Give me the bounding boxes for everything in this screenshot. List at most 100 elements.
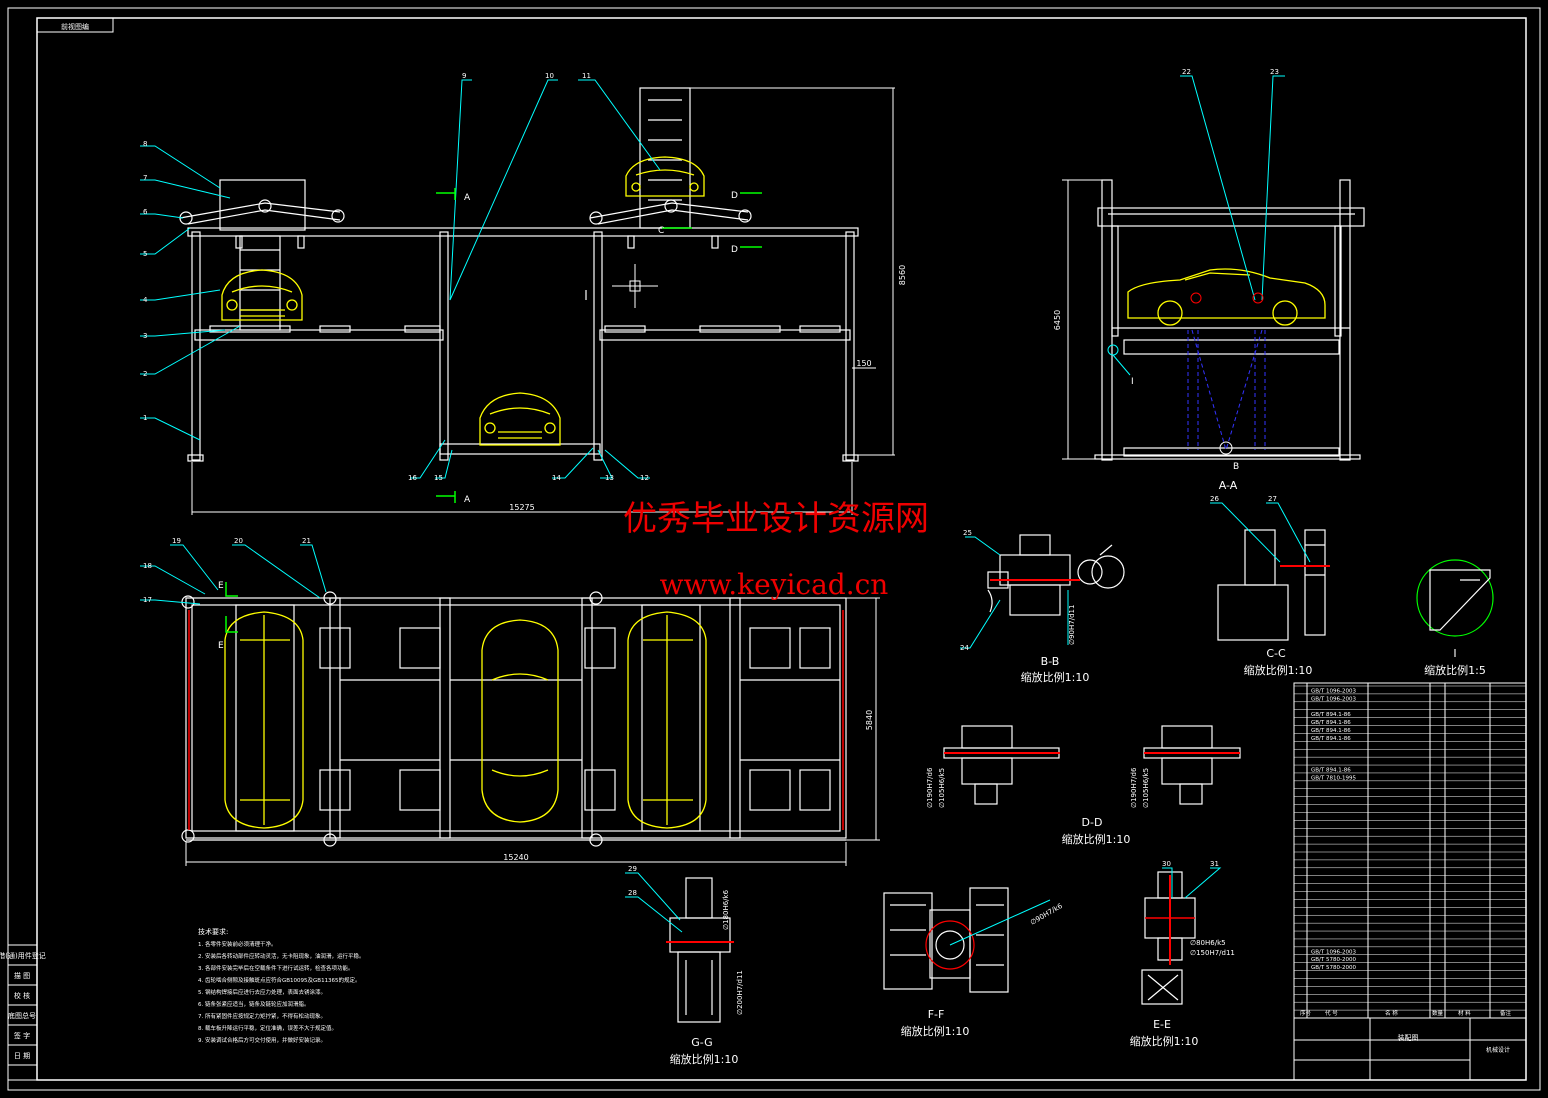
- side-chains: [1187, 329, 1266, 451]
- strip-4: 底图总号: [8, 1011, 36, 1020]
- inner-border: [36, 17, 1527, 1081]
- section-dd: [943, 725, 1241, 805]
- title-cc: C-C: [1266, 647, 1286, 660]
- col-note: 备注: [1500, 1009, 1512, 1017]
- pn-3: 3: [143, 332, 147, 340]
- pn-22: 22: [1182, 68, 1191, 76]
- pn-14: 14: [552, 474, 561, 482]
- pn-21: 21: [302, 537, 311, 545]
- pn-16: 16: [408, 474, 417, 482]
- fit-dd1: ∅190H7/d6: [926, 767, 934, 808]
- side-view: [1094, 179, 1365, 461]
- section-arrows: [436, 188, 762, 503]
- title-aa: A-A: [1219, 479, 1238, 492]
- side-car: [1127, 268, 1326, 326]
- pn-13: 13: [605, 474, 614, 482]
- ff-leader: [949, 899, 1051, 946]
- pn-20: 20: [234, 537, 243, 545]
- ee-leaders: [1162, 867, 1222, 899]
- pn-11: 11: [582, 72, 591, 80]
- pn-23: 23: [1270, 68, 1279, 76]
- bom-standard-code: GB/T 1096-2003: [1311, 949, 1356, 955]
- mark-c: C: [658, 226, 664, 236]
- watermark-cn: 优秀毕业设计资源网: [623, 499, 929, 539]
- pn-7: 7: [143, 174, 147, 182]
- dim-front-width: 15275: [509, 503, 534, 512]
- side-leaders: [1107, 75, 1285, 376]
- note-5: 5. 钢结构焊接后应进行去应力处理，表面去锈涂漆。: [198, 988, 326, 996]
- pn-30: 30: [1162, 860, 1171, 868]
- pn-4: 4: [143, 296, 148, 304]
- fit-gg1: ∅180H6/k6: [722, 889, 730, 930]
- dim-front-small: 150: [856, 359, 871, 368]
- bom-standard-code: GB/T 5780-2000: [1311, 957, 1356, 963]
- mark-e-top: E: [218, 581, 224, 591]
- bom-standard-code: GB/T 894.1-86: [1311, 712, 1351, 718]
- corner-tag: 前视图编: [61, 22, 89, 31]
- scale-ee: 缩放比例1:10: [1130, 1034, 1199, 1048]
- left-strip: [7, 944, 38, 1081]
- outer-border: [7, 7, 1541, 1091]
- mark-d-bottom: D: [731, 245, 738, 255]
- pn-31: 31: [1210, 860, 1219, 868]
- fit-ee1: ∅190H7/d6: [1130, 767, 1138, 808]
- bom-standard-code: GB/T 894.1-86: [1311, 728, 1351, 734]
- bom-table: [1293, 682, 1527, 1081]
- title-ff: F-F: [928, 1008, 945, 1021]
- pn-1: 1: [143, 414, 147, 422]
- fit-dd2: ∅105H6/k5: [938, 768, 946, 808]
- col-code: 代 号: [1325, 1009, 1338, 1017]
- fit-gg2: ∅200H7/d11: [736, 970, 744, 1015]
- strip-2: 描 图: [14, 971, 30, 980]
- front-view: [179, 87, 859, 462]
- notes-title: 技术要求:: [198, 927, 228, 936]
- strip-3: 校 核: [14, 991, 30, 1000]
- plan-view: [181, 591, 847, 847]
- section-ee: [1141, 871, 1196, 1005]
- title-school: 机械设计: [1486, 1046, 1510, 1054]
- mark-e-bottom: E: [218, 641, 224, 651]
- title-drawing-name: 装配图: [1398, 1033, 1419, 1042]
- col-qty: 数量: [1432, 1009, 1444, 1017]
- watermark-url: www.keyicad.cn: [660, 568, 889, 601]
- title-ee: E-E: [1153, 1018, 1171, 1031]
- dim-plan-width: 15240: [503, 853, 528, 862]
- pn-25: 25: [963, 529, 972, 537]
- title-gg: G-G: [691, 1036, 712, 1049]
- fit-bb: ∅90H7/d11: [1068, 605, 1076, 645]
- cc-leaders: [1210, 502, 1311, 563]
- pn-29: 29: [628, 865, 637, 873]
- pn-9: 9: [462, 72, 466, 80]
- note-4: 4. 齿轮啮合侧隙及接触斑点应符合GB10095及GB11365的规定。: [198, 976, 361, 984]
- strip-6: 日 期: [14, 1052, 30, 1060]
- dim-front-height: 8560: [898, 265, 907, 285]
- title-bb: B-B: [1041, 655, 1060, 668]
- front-part-numbers: 8 7 6 5 4 3 2 1 9 10 11 16 15 14 13 12: [143, 72, 649, 482]
- note-1: 1. 各零件安装前必须清理干净。: [198, 940, 277, 948]
- section-bb: [987, 534, 1125, 616]
- front-leaders: [140, 79, 661, 479]
- plan-leaders: [140, 544, 327, 605]
- mark-d-top: D: [731, 191, 738, 201]
- bom-standard-code: GB/T 894.1-86: [1311, 736, 1351, 742]
- cad-cursor: [612, 264, 658, 308]
- section-ff: [883, 887, 1009, 993]
- corner-tag-box: [36, 17, 114, 33]
- bom-standard-code: GB/T 1096-2003: [1311, 696, 1356, 702]
- pn-8: 8: [143, 140, 147, 148]
- bb-leaders: [960, 536, 1069, 649]
- bom-standard-code: GB/T 5780-2000: [1311, 965, 1356, 971]
- bom-standard-code: GB/T 7810-1995: [1311, 775, 1356, 781]
- scale-gg: 缩放比例1:10: [670, 1052, 739, 1066]
- fit-e1: ∅80H6/k5: [1190, 939, 1226, 947]
- bom-standard-code: GB/T 894.1-86: [1311, 767, 1351, 773]
- dim-side-height: 6450: [1053, 310, 1062, 330]
- section-cc: [1217, 529, 1326, 641]
- title-dd: D-D: [1082, 816, 1103, 829]
- gg-leaders: [625, 872, 683, 933]
- mark-b: B: [1233, 462, 1239, 472]
- pn-24: 24: [960, 644, 969, 652]
- pn-2: 2: [143, 370, 147, 378]
- fit-ff: ∅90H7/k6: [1029, 902, 1064, 927]
